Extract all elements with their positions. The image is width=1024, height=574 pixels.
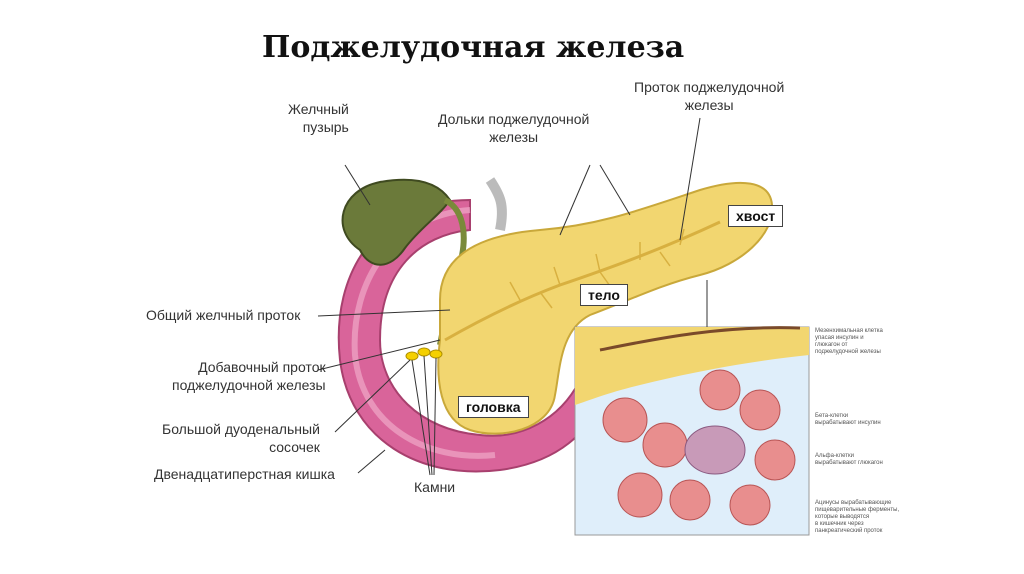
label-common-bile-duct: Общий желчный проток: [146, 307, 301, 323]
pancreas: [437, 181, 774, 435]
part-head: головка: [458, 396, 529, 418]
label-stones: Камни: [414, 479, 456, 495]
label-duodenum: Двенадцатиперстная кишка: [154, 466, 335, 482]
part-body: тело: [580, 284, 628, 306]
histology-inset: [574, 326, 810, 536]
part-tail: хвост: [728, 205, 784, 227]
page-title: Поджелудочная железа: [262, 30, 685, 65]
